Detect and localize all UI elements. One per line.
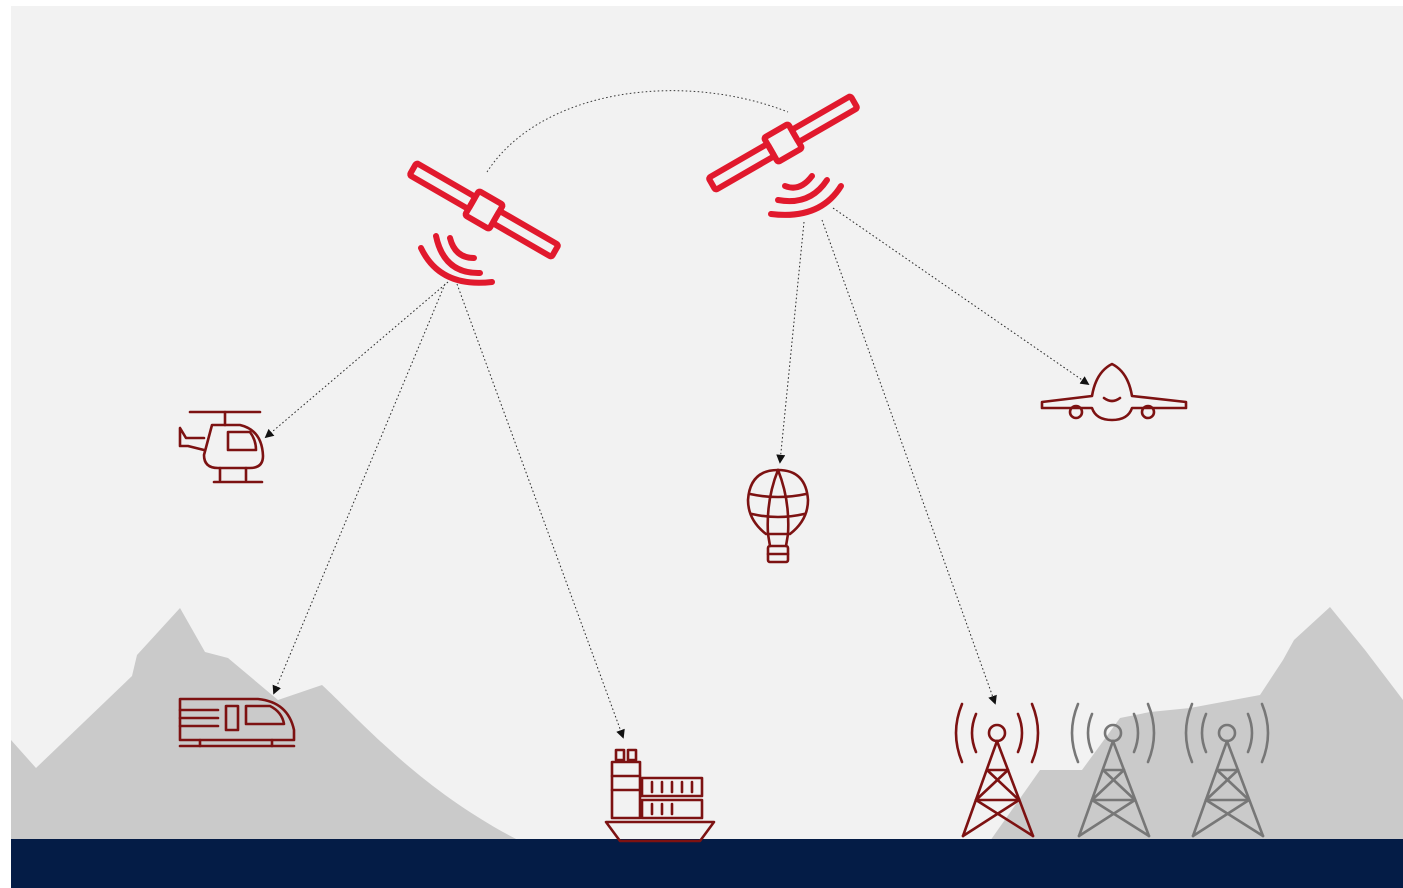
signal-waves-icon xyxy=(768,173,844,218)
link-satellite-1-train xyxy=(272,283,446,695)
link-satellite-2-tower xyxy=(821,219,997,705)
signal-waves-icon xyxy=(418,233,495,286)
helicopter-icon xyxy=(178,410,265,484)
ship-icon xyxy=(604,748,716,843)
link-satellite-1-ship xyxy=(456,283,625,739)
ground-band xyxy=(11,839,1403,888)
cell-tower-icon xyxy=(1070,702,1156,838)
train-icon xyxy=(178,697,296,748)
cell-tower-icon xyxy=(1184,702,1270,838)
downlinks xyxy=(264,207,1090,739)
hot-air-balloon-icon xyxy=(746,468,810,564)
mountain-right xyxy=(990,607,1403,841)
cell-tower-icon xyxy=(954,702,1040,838)
link-satellite-2-balloon xyxy=(776,221,805,464)
satellite-icon xyxy=(706,93,860,193)
satellite-icon xyxy=(407,160,561,260)
airplane-icon xyxy=(1040,362,1188,422)
